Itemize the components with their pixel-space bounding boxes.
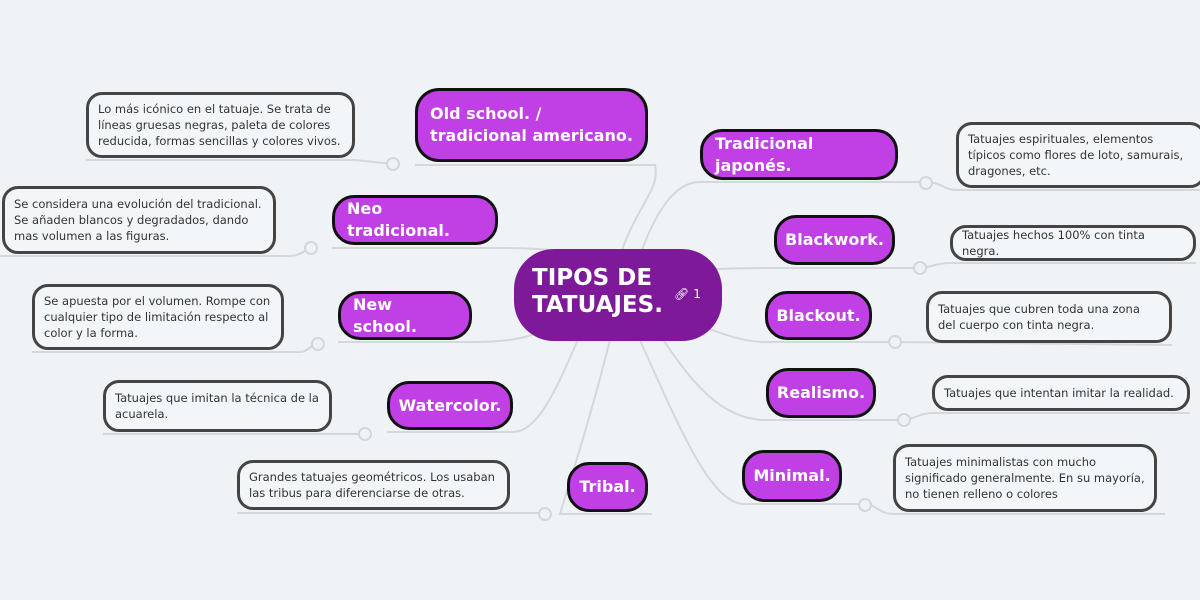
note-text: Tatuajes que imitan la técnica de la acu… <box>115 391 319 421</box>
note-watercolor[interactable]: Tatuajes que imitan la técnica de la acu… <box>103 380 332 432</box>
note-text: Tatuajes que intentan imitar la realidad… <box>944 386 1174 400</box>
note-text: Tatuajes hechos 100% con tinta negra. <box>962 228 1145 258</box>
topic-watercolor[interactable]: Watercolor. <box>387 381 513 430</box>
note-tradicional-japones[interactable]: Tatuajes espirituales, elementos típicos… <box>956 122 1200 188</box>
link-icon: 🔗︎ <box>674 287 690 301</box>
note-text: Tatuajes minimalistas con mucho signific… <box>905 455 1145 501</box>
topic-tradicional-japones[interactable]: Tradicional japonés. <box>700 129 898 180</box>
note-old-school[interactable]: Lo más icónico en el tatuaje. Se trata d… <box>86 92 355 158</box>
topic-label: Realismo. <box>776 383 866 402</box>
topic-realismo[interactable]: Realismo. <box>766 368 876 418</box>
link-count: 1 <box>693 287 701 301</box>
topic-label: Old school. / tradicional americano. <box>430 104 633 145</box>
topic-blackwork[interactable]: Blackwork. <box>774 215 895 265</box>
topic-label: Blackout. <box>776 305 861 325</box>
topic-old-school[interactable]: Old school. / tradicional americano. <box>415 88 648 162</box>
topic-label: Neo tradicional. <box>347 199 450 240</box>
topic-new-school[interactable]: New school. <box>338 291 472 340</box>
note-new-school[interactable]: Se apuesta por el volumen. Rompe con cua… <box>32 284 284 350</box>
topic-label: New school. <box>353 294 417 336</box>
topic-label: Minimal. <box>753 466 831 485</box>
note-realismo[interactable]: Tatuajes que intentan imitar la realidad… <box>932 375 1190 411</box>
topic-minimal[interactable]: Minimal. <box>742 450 842 502</box>
topic-tribal[interactable]: Tribal. <box>567 462 648 512</box>
central-topic[interactable]: TIPOS DE TATUAJES. <box>514 249 722 341</box>
note-blackwork[interactable]: Tatuajes hechos 100% con tinta negra. <box>950 225 1196 261</box>
topic-label: Watercolor. <box>398 395 502 415</box>
topic-label: Tradicional japonés. <box>715 133 814 175</box>
note-text: Grandes tatuajes geométricos. Los usaban… <box>249 470 495 500</box>
note-text: Se considera una evolución del tradicion… <box>14 197 262 243</box>
link-badge[interactable]: 🔗︎1 <box>674 287 701 301</box>
topic-neo-tradicional[interactable]: Neo tradicional. <box>332 195 498 245</box>
topic-label: Tribal. <box>579 477 636 496</box>
note-neo-tradicional[interactable]: Se considera una evolución del tradicion… <box>2 186 276 254</box>
note-text: Se apuesta por el volumen. Rompe con cua… <box>44 294 271 340</box>
topic-label: Blackwork. <box>785 230 884 249</box>
note-text: Lo más icónico en el tatuaje. Se trata d… <box>98 102 341 148</box>
topic-blackout[interactable]: Blackout. <box>765 291 872 340</box>
central-topic-title: TIPOS DE TATUAJES. <box>532 265 663 318</box>
note-text: Tatuajes espirituales, elementos típicos… <box>968 132 1184 178</box>
note-minimal[interactable]: Tatuajes minimalistas con mucho signific… <box>893 444 1157 512</box>
note-tribal[interactable]: Grandes tatuajes geométricos. Los usaban… <box>237 460 510 510</box>
note-blackout[interactable]: Tatuajes que cubren toda una zona del cu… <box>926 291 1172 343</box>
note-text: Tatuajes que cubren toda una zona del cu… <box>938 302 1140 332</box>
